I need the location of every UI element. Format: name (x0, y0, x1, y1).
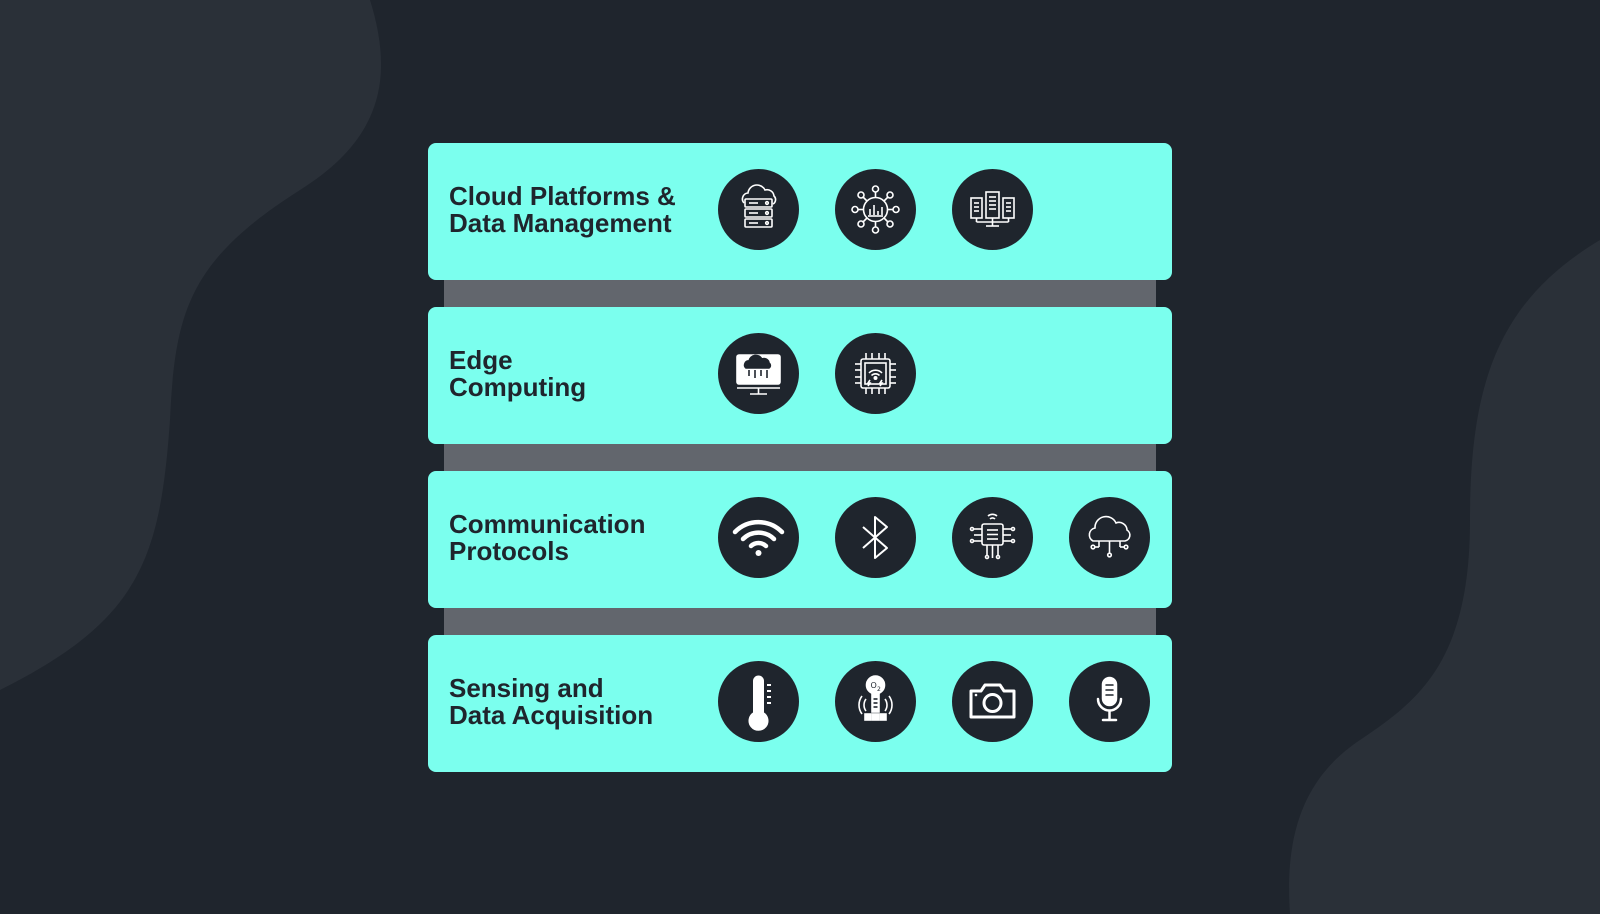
layer-cloud-platforms: Cloud Platforms & Data Management (428, 143, 1172, 280)
svg-text:2: 2 (877, 686, 881, 693)
svg-text:O: O (871, 681, 877, 690)
background-blob-right (1289, 240, 1600, 914)
layer-title: Sensing and Data Acquisition (449, 673, 654, 730)
camera-icon (952, 661, 1033, 742)
layer-sensing-data-acquisition: Sensing and Data Acquisition O 2 (428, 635, 1172, 772)
layer-edge-computing: Edge Computing (428, 307, 1172, 444)
layer-title: Communication Protocols (449, 509, 646, 566)
connector-1 (444, 280, 1156, 308)
iot-layer-stack: Cloud Platforms & Data Management (428, 143, 1172, 772)
bluetooth-icon (835, 497, 916, 578)
connector-3 (444, 608, 1156, 636)
layer-title: Edge Computing (449, 345, 587, 402)
layer-title: Cloud Platforms & Data Management (449, 181, 676, 238)
network-analytics-icon (835, 169, 916, 250)
layer-communication-protocols: Communication Protocols (428, 471, 1172, 608)
thermometer-icon (718, 661, 799, 742)
cloud-network-icon (1069, 497, 1150, 578)
cloud-computer-icon (718, 333, 799, 414)
wifi-icon (718, 497, 799, 578)
background-blob-left (0, 0, 382, 690)
microphone-icon (1069, 661, 1150, 742)
connector-2 (444, 444, 1156, 472)
cloud-server-icon (718, 169, 799, 250)
oxygen-sensor-icon: O 2 (835, 661, 916, 742)
edge-chip-icon (835, 333, 916, 414)
wireless-chip-icon (952, 497, 1033, 578)
server-network-icon (952, 169, 1033, 250)
